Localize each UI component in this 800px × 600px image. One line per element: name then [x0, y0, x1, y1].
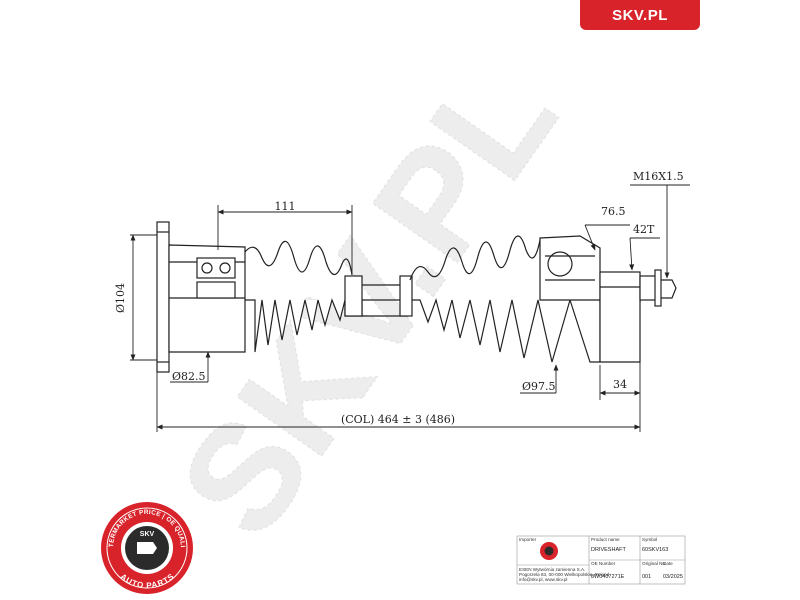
dim-inner-diameter: Ø82.5 — [172, 370, 206, 383]
original-no-label: Original No. — [642, 561, 666, 566]
product-name: DRIVESHAFT — [591, 547, 626, 553]
dim-spline-length: 76.5 — [601, 205, 626, 218]
importer-line-1: ESEN Wytwórnia zamienna S.A. — [519, 567, 585, 572]
inner-flange — [156, 221, 170, 373]
importer-line-3: info@skv.pl, www.skv.pl — [519, 577, 567, 582]
brand-badge-text: SKV.PL — [612, 6, 668, 24]
product-name-label: Product name — [591, 537, 620, 542]
stamp-center-label: SKV — [140, 531, 155, 538]
dimensions — [130, 184, 690, 432]
title-block — [516, 535, 686, 585]
original-no: 001 — [642, 574, 651, 580]
oe-number: 8W0407271E — [591, 574, 625, 580]
dim-thread: M16X1.5 — [633, 170, 684, 183]
outer-boot-spring — [409, 235, 541, 281]
inner-bearing — [196, 257, 236, 279]
importer-label: Importer — [519, 537, 537, 542]
importer-line-2: Pogorzela 83, 00-000 Wielkopolskie, Pola… — [519, 572, 610, 577]
dim-boot-span: 111 — [275, 200, 296, 213]
dim-boot-diameter: Ø97.5 — [522, 380, 556, 393]
title-block-text: Importer ESEN Wytwórnia zamienna S.A. Po… — [519, 537, 683, 582]
date: 03/2025 — [663, 574, 683, 580]
dim-teeth: 42T — [633, 223, 655, 236]
dim-overall: (COL) 464 ± 3 (486) — [341, 413, 455, 426]
dim-outer-diameter: Ø104 — [114, 283, 127, 313]
symbol-label: Symbol — [642, 537, 657, 542]
oe-number-label: OE Number — [591, 561, 616, 566]
quality-stamp: SKV AFTERMARKET PRICE | OE QUALITY AUTO … — [101, 502, 193, 594]
dim-stub-length: 34 — [613, 378, 627, 391]
driveshaft-outline — [156, 221, 677, 373]
date-label: Date — [663, 561, 673, 566]
brand-badge[interactable]: SKV.PL — [580, 0, 700, 30]
symbol: 60SKV163 — [642, 547, 668, 553]
inner-boot-spring — [244, 240, 353, 276]
dimension-labels: 111 Ø104 Ø82.5 Ø97.5 34 76.5 42T M16X1.5… — [114, 170, 684, 426]
